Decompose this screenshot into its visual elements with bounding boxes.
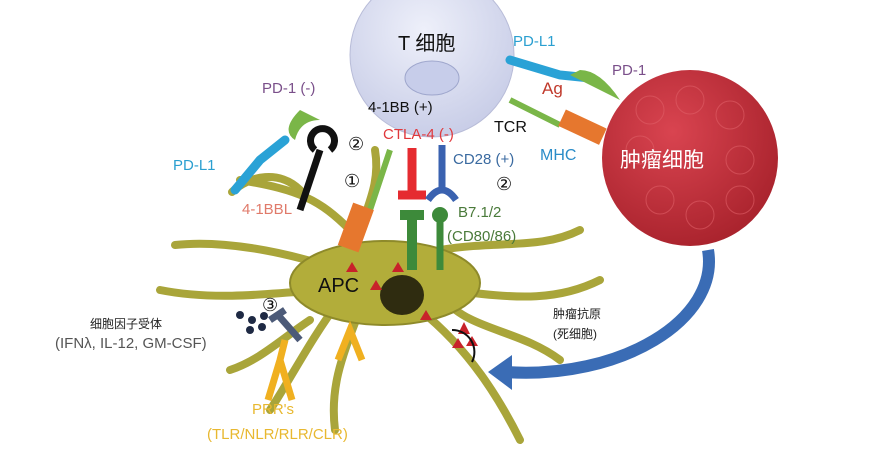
pd-1-left-label: PD-1 (-) bbox=[262, 80, 316, 97]
ag-label: Ag bbox=[542, 79, 563, 98]
mhc-left bbox=[337, 202, 374, 253]
antigen-triangles bbox=[346, 262, 478, 348]
tumor-antigen-title: 肿瘤抗原 bbox=[553, 307, 602, 321]
b7-ligand-1 bbox=[400, 210, 424, 270]
cytokine-list: (IFNλ, IL-12, GM-CSF) bbox=[55, 335, 207, 352]
prr-receptor-1 bbox=[264, 339, 296, 402]
pd-l1-right-label: PD-L1 bbox=[513, 33, 556, 50]
4-1bb-ligand bbox=[296, 125, 338, 212]
pd1-right bbox=[570, 70, 620, 100]
arrow-head bbox=[488, 355, 512, 390]
signal-2-marker-right: ② bbox=[496, 174, 513, 194]
signal-2-marker-left: ② bbox=[348, 134, 365, 154]
pd1-left bbox=[288, 110, 320, 140]
prr-title: PRR's bbox=[252, 401, 295, 418]
signal-3-marker: ③ bbox=[262, 295, 279, 315]
cd80-86-label: (CD80/86) bbox=[447, 228, 517, 245]
mhc-label: MHC bbox=[540, 147, 577, 164]
cytokine-receptor-title: 细胞因子受体 bbox=[90, 317, 163, 331]
tumor-antigen-subtitle: (死细胞) bbox=[553, 327, 597, 341]
cytokine-dots bbox=[236, 311, 268, 334]
prr-list: (TLR/NLR/RLR/CLR) bbox=[207, 426, 348, 443]
ctla-4-label: CTLA-4 (-) bbox=[383, 126, 454, 143]
tcr-right bbox=[508, 97, 562, 128]
pd-1-right-label: PD-1 bbox=[612, 62, 647, 79]
t-cell-label: T 细胞 bbox=[398, 33, 456, 55]
tumor-texture bbox=[625, 85, 755, 230]
tumor-cell-label: 肿瘤细胞 bbox=[620, 149, 704, 172]
b7-ligand-2-head bbox=[432, 207, 448, 223]
cd28-receptor bbox=[425, 145, 459, 203]
t-cell-nucleus bbox=[404, 60, 460, 96]
prr-receptor-2 bbox=[334, 320, 366, 362]
phagocytosis-arc bbox=[451, 328, 476, 363]
b7-label: B7.1/2 bbox=[458, 204, 502, 221]
cd28-label: CD28 (+) bbox=[453, 151, 515, 168]
ctla4-receptor bbox=[398, 148, 426, 200]
4-1bbl-label: 4-1BBL bbox=[242, 201, 293, 218]
mhc-right bbox=[558, 109, 607, 145]
pd-l1-left-chain bbox=[230, 135, 290, 195]
signal-1-marker: ① bbox=[344, 171, 361, 191]
4-1bb-label: 4-1BB (+) bbox=[368, 99, 433, 116]
tcr-left bbox=[367, 149, 393, 211]
cytokine-receptor bbox=[268, 307, 303, 343]
apc-label: APC bbox=[318, 275, 360, 297]
pd-l1-left-label: PD-L1 bbox=[173, 157, 216, 174]
tcr-label: TCR bbox=[494, 119, 527, 136]
arrow-tumor-to-apc bbox=[504, 248, 715, 379]
apc-nucleus bbox=[380, 275, 424, 315]
